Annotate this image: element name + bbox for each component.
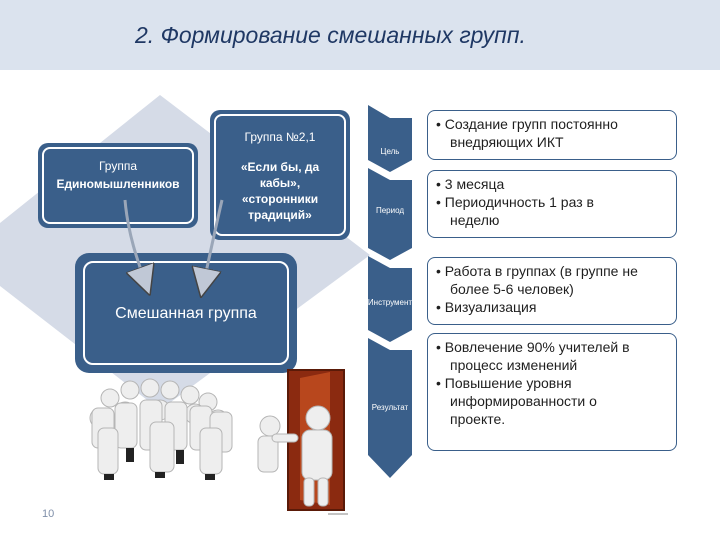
result-line-3: • Повышение уровня — [436, 375, 572, 391]
result-line-4: информированности о — [450, 393, 597, 409]
result-panel: • Вовлечение 90% учителей в процесс изме… — [427, 333, 677, 451]
goal-line-2: внедряющих ИКТ — [450, 134, 564, 150]
result-line-5: проекте. — [450, 411, 506, 427]
group-quote-4: традиций» — [248, 208, 312, 222]
mixed-group-label: Смешанная группа — [115, 305, 257, 322]
title-band — [0, 0, 720, 70]
slide-title: 2. Формирование смешанных групп. — [135, 22, 526, 48]
stage-label-goal: Цель — [380, 147, 400, 156]
period-panel: • 3 месяца • Периодичность 1 раз в недел… — [427, 170, 677, 238]
like-minded-label-2: Единомышленников — [56, 177, 180, 191]
stage-label-result: Результат — [371, 403, 409, 412]
tool-line-2: более 5-6 человек) — [450, 281, 574, 297]
goal-line-1: • Создание групп постоянно — [436, 116, 618, 132]
page-number: 10 — [42, 508, 55, 520]
period-line-1: • 3 месяца — [436, 176, 505, 192]
mixed-group-box: Смешанная группа — [75, 253, 297, 373]
tool-line-3: • Визуализация — [436, 299, 537, 315]
like-minded-label-1: Группа — [98, 159, 138, 173]
stage-label-period: Период — [375, 206, 405, 215]
group-quote-2: кабы», — [259, 176, 301, 190]
result-line-2: процесс изменений — [450, 357, 578, 373]
group-quote-3: «сторонники — [241, 192, 319, 206]
result-line-1: • Вовлечение 90% учителей в — [436, 339, 630, 355]
group-number-label: Группа №2,1 — [244, 130, 316, 144]
stage-label-tool: Инструмент — [367, 298, 413, 307]
group-quote-1: «Если бы, да — [240, 160, 320, 174]
period-line-3: неделю — [450, 212, 500, 228]
like-minded-group-box: Группа Единомышленников — [38, 143, 198, 228]
tool-panel: • Работа в группах (в группе не более 5-… — [427, 257, 677, 325]
period-line-2: • Периодичность 1 раз в — [436, 194, 594, 210]
tool-line-1: • Работа в группах (в группе не — [436, 263, 638, 279]
goal-panel: • Создание групп постоянно внедряющих ИК… — [427, 110, 677, 160]
traditionalists-group-box: Группа №2,1 «Если бы, да кабы», «сторонн… — [210, 110, 350, 240]
